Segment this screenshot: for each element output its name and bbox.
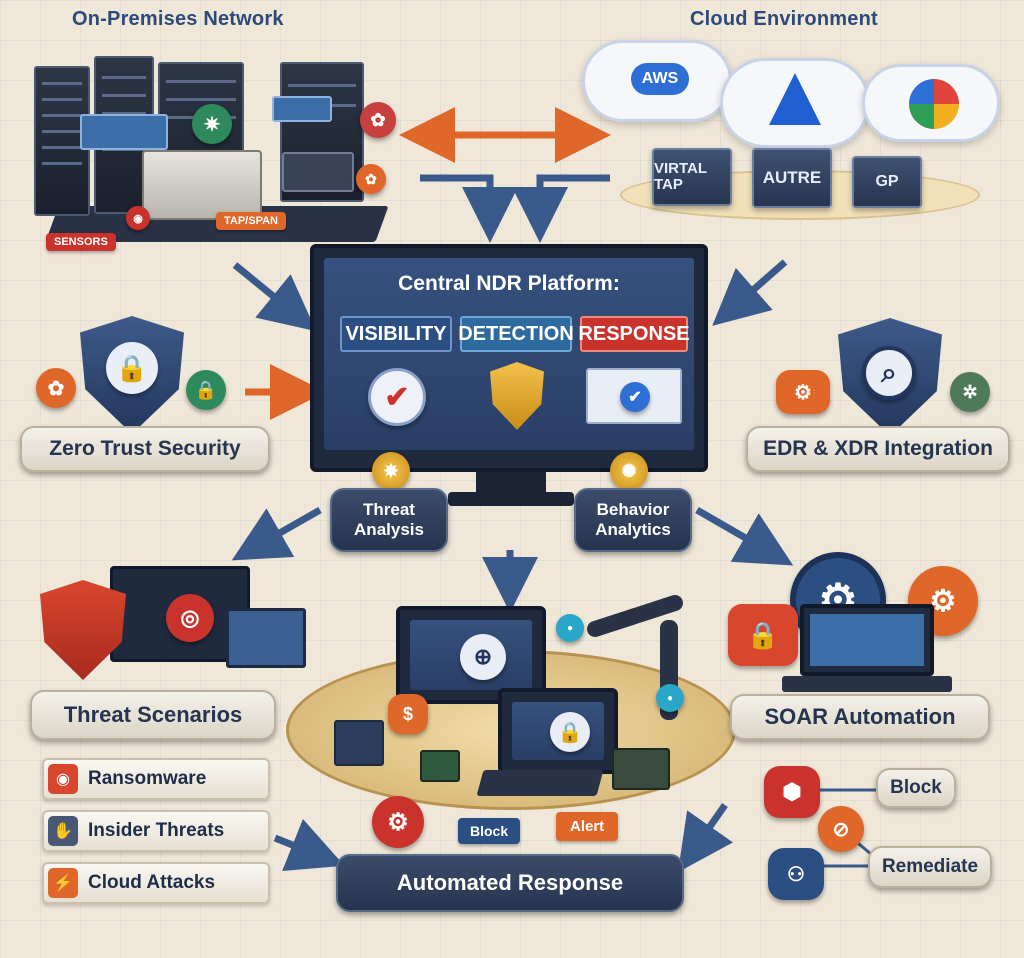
central-ndr-monitor: Central NDR Platform: VISIBILITY DETECTI… — [310, 244, 708, 472]
threat-analysis-label: Threat Analysis — [330, 488, 448, 552]
sensors-tag: SENSORS — [46, 233, 116, 251]
threat-scenario-devices: ◎ — [30, 566, 306, 686]
aws-cloud: AWS — [582, 40, 732, 122]
device-screen — [226, 608, 306, 668]
tree-icon: ✲ — [950, 372, 990, 412]
small-screen — [420, 750, 460, 782]
scenario-insider-threats: ✋ Insider Threats — [42, 810, 270, 852]
azure-cloud — [720, 58, 870, 148]
laptop-base — [782, 676, 952, 692]
azure-logo-icon — [769, 73, 821, 125]
cloud-attack-icon: ⚡ — [48, 868, 78, 898]
response-panel: ✔ — [586, 368, 682, 424]
visibility-badge: VISIBILITY — [340, 316, 452, 352]
tap-span-tag: TAP/SPAN — [216, 212, 286, 230]
on-prem-title: On-Premises Network — [72, 8, 284, 30]
scenario-cloud-attacks: ⚡ Cloud Attacks — [42, 862, 270, 904]
on-prem-servers: ✷ ✿ ✿ ◉ — [22, 56, 402, 246]
detection-shield-icon — [490, 362, 544, 430]
cloud-title: Cloud Environment — [690, 8, 878, 30]
flower-icon: ✿ — [36, 368, 76, 408]
edr-xdr-label: EDR & XDR Integration — [746, 426, 1010, 472]
threat-shield-icon — [40, 580, 126, 680]
network-icon: ⚇ — [768, 848, 824, 900]
status-panel — [612, 748, 670, 790]
scenario-label: Insider Threats — [88, 820, 225, 841]
gcp-box: GP — [852, 156, 922, 208]
zero-trust-label: Zero Trust Security — [20, 426, 270, 472]
search-icon: ⌕ — [862, 346, 916, 400]
visibility-check-icon: ✔ — [368, 368, 426, 426]
lock-icon: 🔒 — [728, 604, 798, 666]
soar-automation-label: SOAR Automation — [730, 694, 990, 740]
scenario-label: Ransomware — [88, 768, 207, 789]
automated-response-label: Automated Response — [336, 854, 684, 912]
scenario-label: Cloud Attacks — [88, 872, 216, 893]
robot-joint-icon: ● — [656, 684, 684, 712]
helmet-icon: ⚙ — [776, 370, 830, 414]
dashboard-dial-icon: ⊕ — [460, 634, 506, 680]
target-icon: ◎ — [166, 594, 214, 642]
network-cog-icon: ✷ — [192, 104, 232, 144]
side-screen — [334, 720, 384, 766]
no-entry-icon: ⊘ — [818, 806, 864, 852]
soar-laptop — [800, 604, 934, 676]
keyboard — [476, 770, 604, 796]
behavior-gear-icon: ✺ — [610, 452, 648, 490]
remediate-action: Remediate — [868, 846, 992, 888]
block-action: Block — [876, 768, 956, 808]
detection-badge: DETECTION — [458, 316, 574, 352]
scenario-ransomware: ◉ Ransomware — [42, 758, 270, 800]
lock-monitor: 🔒 — [498, 688, 618, 774]
platform-title: Central NDR Platform: — [398, 272, 620, 295]
chat-bubble-icon: $ — [388, 694, 428, 734]
flower-icon: ✿ — [356, 164, 386, 194]
ransomware-icon: ◉ — [48, 764, 78, 794]
threat-gear-icon: ✸ — [372, 452, 410, 490]
small-lock-icon: 🔒 — [186, 370, 226, 410]
flower-icon: ✿ — [360, 102, 396, 138]
sensor-dot-icon: ◉ — [126, 206, 150, 230]
lock-icon: 🔒 — [550, 712, 590, 752]
virtual-tap-box: VIRTAL TAP — [652, 148, 732, 206]
gcp-cloud — [862, 64, 1000, 142]
lock-icon: 🔒 — [106, 342, 158, 394]
soc-monitor: ⊕ — [396, 606, 546, 704]
insider-icon: ✋ — [48, 816, 78, 846]
response-check-icon: ✔ — [620, 382, 650, 412]
block-tag: Block — [458, 818, 521, 844]
monitor-stand — [448, 492, 574, 506]
location-pin-icon: ⬢ — [764, 766, 820, 818]
robot-joint-icon: ● — [556, 614, 584, 642]
alert-gear-icon: ⚙ — [372, 796, 424, 848]
alert-tag: Alert — [556, 812, 619, 841]
behavior-analytics-label: Behavior Analytics — [574, 488, 692, 552]
aws-label: AWS — [631, 63, 689, 95]
gcp-logo-icon — [909, 79, 959, 129]
response-badge: RESPONSE — [578, 316, 690, 352]
azure-box: AUTRE — [752, 148, 832, 208]
threat-scenarios-label: Threat Scenarios — [30, 690, 276, 740]
